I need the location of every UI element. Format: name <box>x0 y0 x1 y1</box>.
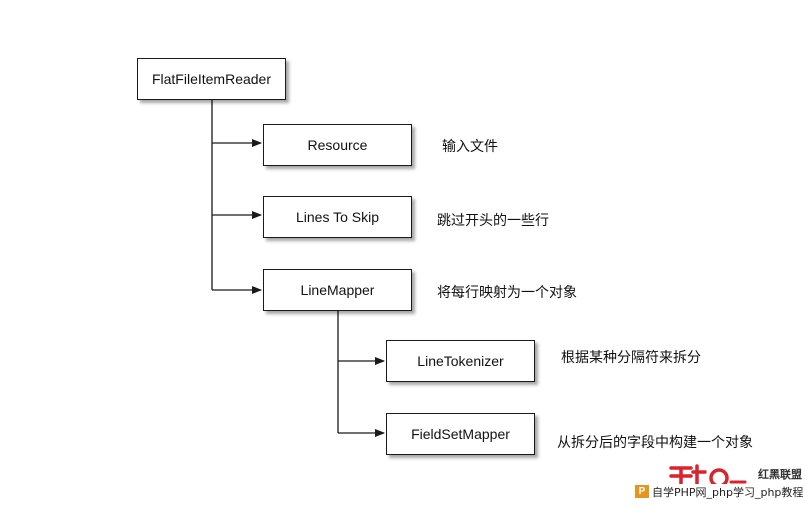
node-line-tokenizer-label: LineTokenizer <box>417 353 504 369</box>
node-line-mapper-label: LineMapper <box>300 282 375 298</box>
note-field-set-mapper: 从拆分后的字段中构建一个对象 <box>557 435 753 451</box>
node-flat-file-item-reader-label: FlatFileItemReader <box>151 71 272 87</box>
node-resource-label: Resource <box>307 137 368 153</box>
node-resource: Resource <box>263 124 412 166</box>
note-line-tokenizer: 根据某种分隔符来拆分 <box>561 350 701 366</box>
node-field-set-mapper: FieldSetMapper <box>386 413 535 455</box>
node-line-tokenizer: LineTokenizer <box>386 340 535 382</box>
watermark-brand-text: 红黑联盟 <box>758 468 802 481</box>
node-field-set-mapper-label: FieldSetMapper <box>411 426 510 442</box>
note-resource: 输入文件 <box>442 139 498 155</box>
note-lines-to-skip: 跳过开头的一些行 <box>437 213 549 229</box>
watermark-badge-icon: P <box>635 485 649 498</box>
note-line-mapper: 将每行映射为一个对象 <box>437 285 577 301</box>
watermark-caption: 自学PHP网_php学习_php教程 <box>652 485 804 499</box>
node-lines-to-skip: Lines To Skip <box>263 196 412 238</box>
node-lines-to-skip-label: Lines To Skip <box>295 209 379 225</box>
watermark-caption-bar: P 自学PHP网_php学习_php教程 <box>635 484 805 499</box>
node-line-mapper: LineMapper <box>263 269 412 311</box>
node-flat-file-item-reader: FlatFileItemReader <box>137 58 286 100</box>
